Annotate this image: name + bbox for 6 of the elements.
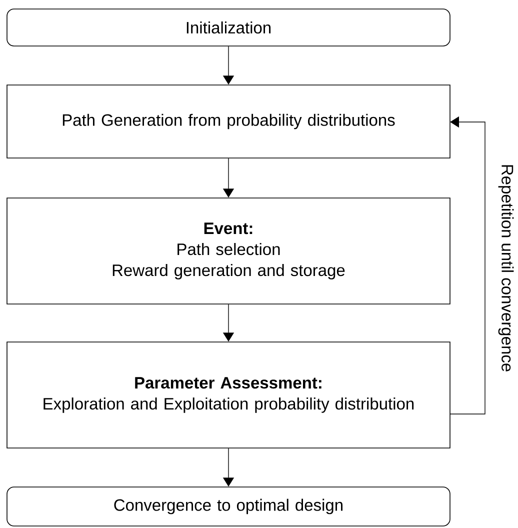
process-box: Parameter Assessment: Exploration and Exploitation probability distribution	[6, 342, 450, 448]
terminal-box: Initialization	[6, 8, 450, 46]
process-box: Event: Path selection Reward generation and storage	[6, 198, 450, 304]
terminal-box: Convergence to optimal design	[6, 486, 450, 526]
edge-label: Repetition until convergence	[498, 165, 514, 372]
process-box: Path Generation from probability distributions	[6, 84, 450, 158]
